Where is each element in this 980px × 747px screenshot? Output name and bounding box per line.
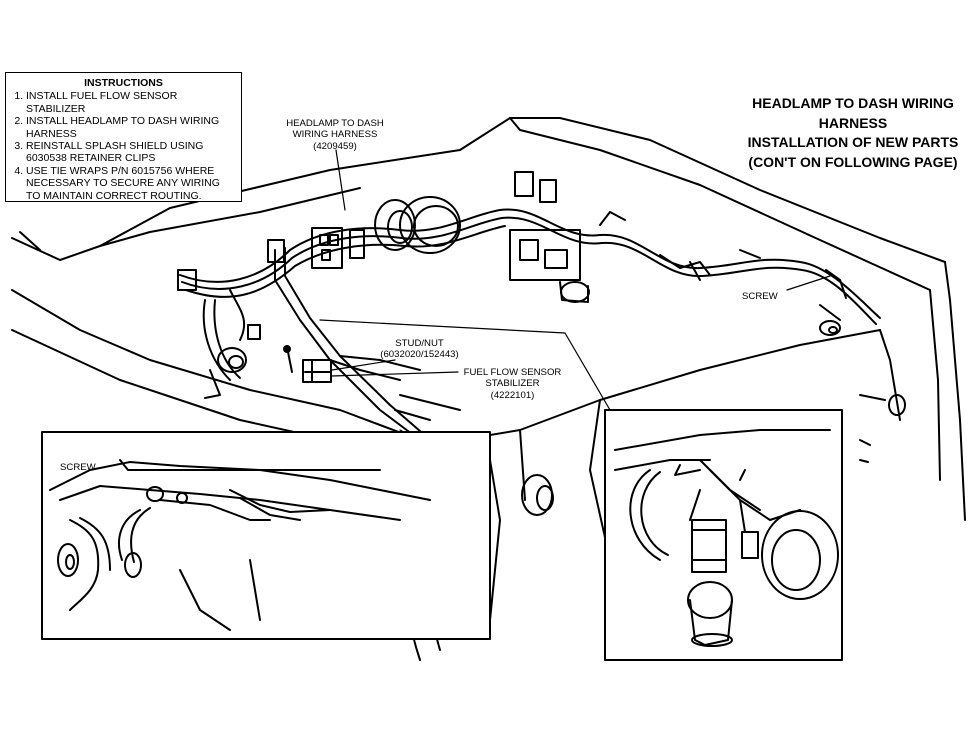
instruction-item: INSTALL FUEL FLOW SENSOR STABILIZER xyxy=(26,90,235,115)
callout-line: STABILIZER xyxy=(485,378,540,390)
instructions-box: INSTRUCTIONS INSTALL FUEL FLOW SENSOR ST… xyxy=(5,72,242,202)
fuel-sensor-callout: FUEL FLOW SENSOR STABILIZER (4222101) xyxy=(455,367,570,401)
wiring-harness xyxy=(177,171,881,441)
page-title: HEADLAMP TO DASH WIRING HARNESS INSTALLA… xyxy=(728,94,978,172)
instruction-item: REINSTALL SPLASH SHIELD USING 6030538 RE… xyxy=(26,140,235,165)
inset-screw-callout: SCREW xyxy=(60,462,96,473)
instructions-list: INSTALL FUEL FLOW SENSOR STABILIZER INST… xyxy=(12,90,235,202)
title-line: HEADLAMP TO DASH WIRING xyxy=(752,95,954,111)
stud-nut-callout: STUD/NUT (6032020/152443) xyxy=(372,338,467,361)
callout-line: (6032020/152443) xyxy=(380,349,459,361)
instruction-item: INSTALL HEADLAMP TO DASH WIRING HARNESS xyxy=(26,115,235,140)
instructions-heading: INSTRUCTIONS xyxy=(84,77,163,89)
title-line: HARNESS xyxy=(818,114,888,131)
left-detail-inset xyxy=(41,431,491,640)
screw-callout: SCREW xyxy=(742,291,778,302)
right-detail-inset xyxy=(604,409,843,661)
callout-line: (4222101) xyxy=(490,389,535,401)
harness-callout: HEADLAMP TO DASH WIRING HARNESS (4209459… xyxy=(280,118,390,152)
title-line: INSTALLATION OF NEW PARTS xyxy=(747,134,959,150)
title-line: (CON'T ON FOLLOWING PAGE) xyxy=(748,153,958,170)
callout-line: STUD/NUT xyxy=(395,338,444,349)
callout-line: HEADLAMP TO DASH xyxy=(286,118,384,129)
callout-line: WIRING HARNESS xyxy=(292,129,378,141)
callout-line: FUEL FLOW SENSOR xyxy=(463,367,562,378)
callout-line: (4209459) xyxy=(313,140,357,152)
instruction-item: USE TIE WRAPS P/N 6015756 WHERE NECESSAR… xyxy=(26,165,235,202)
